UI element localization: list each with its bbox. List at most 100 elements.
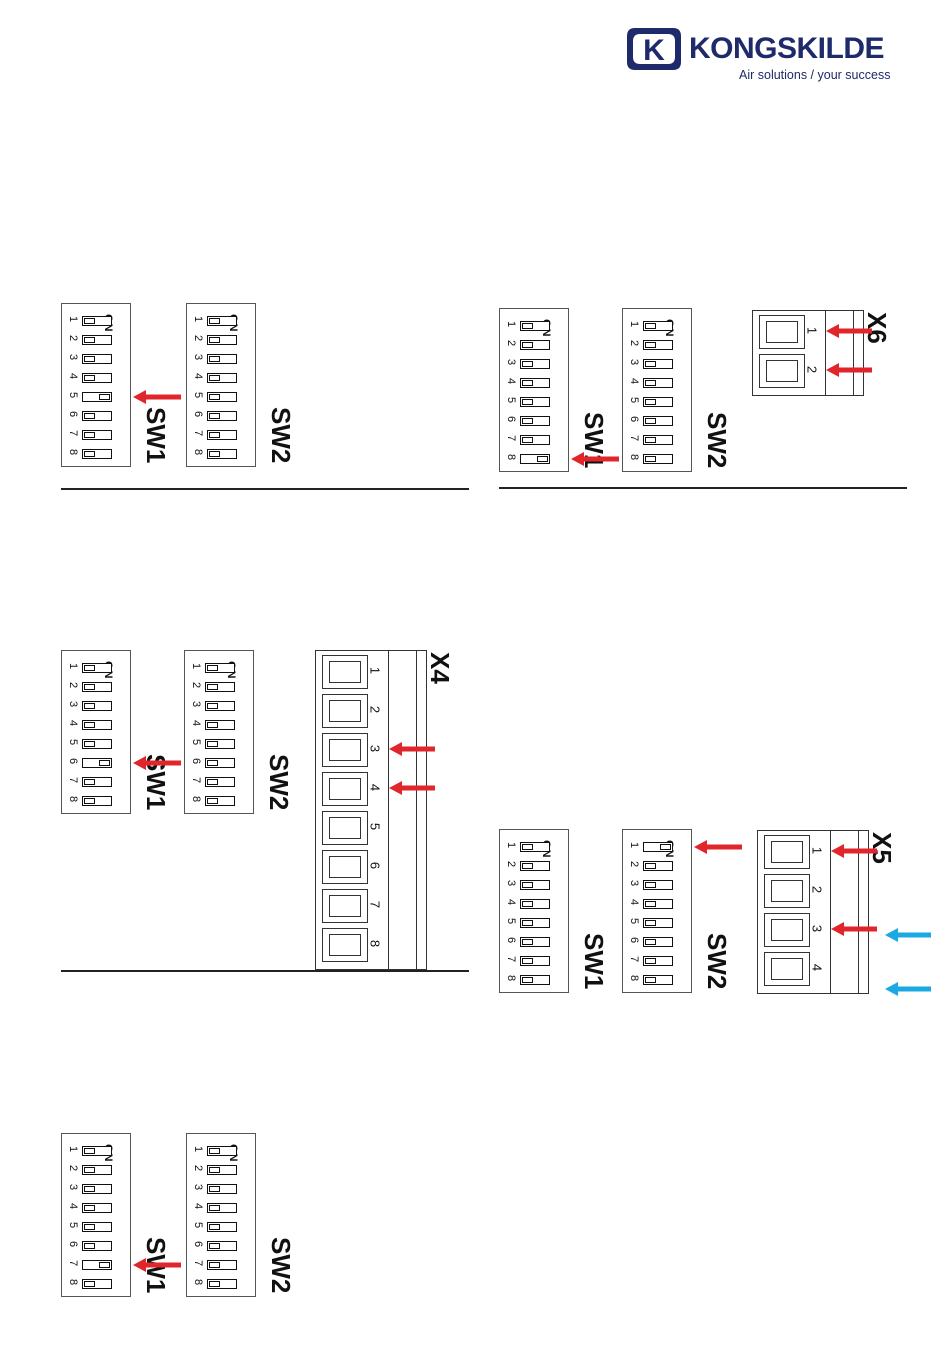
d2-sw1-switch-5[interactable]: 5 <box>500 395 560 409</box>
d1-sw2-switch-2[interactable]: 2 <box>187 333 247 347</box>
d4-sw1-switch-3[interactable]: 3 <box>500 878 560 892</box>
d5-sw2-switch-5[interactable]: 5 <box>187 1220 247 1234</box>
d2-sw2-switch-2[interactable]: 2 <box>623 338 683 352</box>
d4-sw1-switch-5[interactable]: 5 <box>500 916 560 930</box>
d2-sw1-switch-7[interactable]: 7 <box>500 433 560 447</box>
d2-sw2-switch-6[interactable]: 6 <box>623 414 683 428</box>
d1-sw1-switch-7[interactable]: 7 <box>62 428 122 442</box>
d5-sw2-switch-3[interactable]: 3 <box>187 1182 247 1196</box>
d1-sw2-switch-6[interactable]: 6 <box>187 409 247 423</box>
d5-sw1-switch-8[interactable]: 8 <box>62 1277 122 1291</box>
d2-sw1-switch-8[interactable]: 8 <box>500 452 560 466</box>
d3-sw1-switch-7[interactable]: 7 <box>62 775 122 789</box>
d3-x4-terminal-7[interactable] <box>322 889 368 923</box>
d1-sw2-switch-3[interactable]: 3 <box>187 352 247 366</box>
d3-sw1-switch-8[interactable]: 8 <box>62 794 122 808</box>
d3-sw2-switch-6[interactable]: 6 <box>185 756 245 770</box>
d2-sw1-switch-6[interactable]: 6 <box>500 414 560 428</box>
d2-x6-terminal-1[interactable] <box>759 315 805 349</box>
d3-x4-terminal-3[interactable] <box>322 733 368 767</box>
d5-sw1-switch-1[interactable]: 1 <box>62 1144 122 1158</box>
d3-x4-terminal-2[interactable] <box>322 694 368 728</box>
d3-sw2-switch-3[interactable]: 3 <box>185 699 245 713</box>
d4-sw2-switch-3[interactable]: 3 <box>623 878 683 892</box>
d3-sw1-switch-5[interactable]: 5 <box>62 737 122 751</box>
d1-sw2-switch-number: 5 <box>192 391 204 399</box>
d4-sw1-switch-6[interactable]: 6 <box>500 935 560 949</box>
d3-x4-terminal-number: 7 <box>367 900 383 909</box>
d5-sw2-switch-7[interactable]: 7 <box>187 1258 247 1272</box>
d5-sw2-switch-8[interactable]: 8 <box>187 1277 247 1291</box>
d2-sw2-switch-1[interactable]: 1 <box>623 319 683 333</box>
d4-sw1-switch-2[interactable]: 2 <box>500 859 560 873</box>
d3-sw2-switch-1[interactable]: 1 <box>185 661 245 675</box>
d3-sw2-switch-2[interactable]: 2 <box>185 680 245 694</box>
d1-sw1-switch-8[interactable]: 8 <box>62 447 122 461</box>
d4-sw2-switch-5[interactable]: 5 <box>623 916 683 930</box>
d1-sw2-switch-7[interactable]: 7 <box>187 428 247 442</box>
d1-sw1-switch-6[interactable]: 6 <box>62 409 122 423</box>
d3-sw2-switch-8[interactable]: 8 <box>185 794 245 808</box>
d5-sw1-switch-7[interactable]: 7 <box>62 1258 122 1272</box>
d4-x5-terminal-4[interactable] <box>764 952 810 986</box>
d3-sw1-switch-4[interactable]: 4 <box>62 718 122 732</box>
d3-x4-terminal-1[interactable] <box>322 655 368 689</box>
d4-sw2-switch-6[interactable]: 6 <box>623 935 683 949</box>
d4-sw1-switch-8[interactable]: 8 <box>500 973 560 987</box>
d2-sw2-switch-8[interactable]: 8 <box>623 452 683 466</box>
d4-sw2-switch-8[interactable]: 8 <box>623 973 683 987</box>
d3-sw1-switch-slot <box>82 758 112 768</box>
d2-sw1-switch-2[interactable]: 2 <box>500 338 560 352</box>
d2-sw1-switch-1[interactable]: 1 <box>500 319 560 333</box>
d4-sw1-switch-1[interactable]: 1 <box>500 840 560 854</box>
d4-sw2-switch-7[interactable]: 7 <box>623 954 683 968</box>
d4-x5-terminal-2[interactable] <box>764 874 810 908</box>
d3-x4-terminal-5[interactable] <box>322 811 368 845</box>
d1-sw1-switch-3[interactable]: 3 <box>62 352 122 366</box>
d2-x6-terminal-2[interactable] <box>759 354 805 388</box>
d1-sw1-switch-1[interactable]: 1 <box>62 314 122 328</box>
d3-sw2-switch-7[interactable]: 7 <box>185 775 245 789</box>
d1-sw2-switch-4[interactable]: 4 <box>187 371 247 385</box>
d3-terminal-3-red-arrow-icon <box>389 742 435 756</box>
d1-sw1-switch-4[interactable]: 4 <box>62 371 122 385</box>
d4-sw2-switch-1[interactable]: 1 <box>623 840 683 854</box>
d3-x4-terminal-4[interactable] <box>322 772 368 806</box>
d4-x5-terminal-screw <box>771 919 803 941</box>
d1-sw2-switch-1[interactable]: 1 <box>187 314 247 328</box>
d3-sw1-switch-2[interactable]: 2 <box>62 680 122 694</box>
d2-sw2-switch-4[interactable]: 4 <box>623 376 683 390</box>
d3-x4-terminal-8[interactable] <box>322 928 368 962</box>
d4-sw1-switch-7[interactable]: 7 <box>500 954 560 968</box>
d5-sw1-switch-slot <box>82 1184 112 1194</box>
d5-sw1-switch-3[interactable]: 3 <box>62 1182 122 1196</box>
d4-sw2-switch-4[interactable]: 4 <box>623 897 683 911</box>
d3-sw2-switch-4[interactable]: 4 <box>185 718 245 732</box>
d1-sw2-switch-5[interactable]: 5 <box>187 390 247 404</box>
d4-x5-terminal-1[interactable] <box>764 835 810 869</box>
d3-sw1-switch-1[interactable]: 1 <box>62 661 122 675</box>
d2-sw2-switch-7[interactable]: 7 <box>623 433 683 447</box>
d1-sw1-switch-5[interactable]: 5 <box>62 390 122 404</box>
d5-sw1-switch-5[interactable]: 5 <box>62 1220 122 1234</box>
d2-sw2-switch-5[interactable]: 5 <box>623 395 683 409</box>
d4-sw1-switch-4[interactable]: 4 <box>500 897 560 911</box>
d3-x4-terminal-6[interactable] <box>322 850 368 884</box>
d5-sw2-switch-1[interactable]: 1 <box>187 1144 247 1158</box>
d1-sw2-switch-8[interactable]: 8 <box>187 447 247 461</box>
d2-sw1-switch-3[interactable]: 3 <box>500 357 560 371</box>
d3-sw2-switch-5[interactable]: 5 <box>185 737 245 751</box>
d4-x5-terminal-3[interactable] <box>764 913 810 947</box>
d4-sw2-switch-2[interactable]: 2 <box>623 859 683 873</box>
d2-sw1-switch-4[interactable]: 4 <box>500 376 560 390</box>
d3-sw1-switch-6[interactable]: 6 <box>62 756 122 770</box>
d3-sw1-switch-3[interactable]: 3 <box>62 699 122 713</box>
d5-sw1-switch-4[interactable]: 4 <box>62 1201 122 1215</box>
d2-sw2-switch-3[interactable]: 3 <box>623 357 683 371</box>
d5-sw1-switch-2[interactable]: 2 <box>62 1163 122 1177</box>
d5-sw2-switch-2[interactable]: 2 <box>187 1163 247 1177</box>
d1-sw1-switch-2[interactable]: 2 <box>62 333 122 347</box>
d5-sw2-switch-4[interactable]: 4 <box>187 1201 247 1215</box>
d5-sw1-switch-6[interactable]: 6 <box>62 1239 122 1253</box>
d5-sw2-switch-6[interactable]: 6 <box>187 1239 247 1253</box>
